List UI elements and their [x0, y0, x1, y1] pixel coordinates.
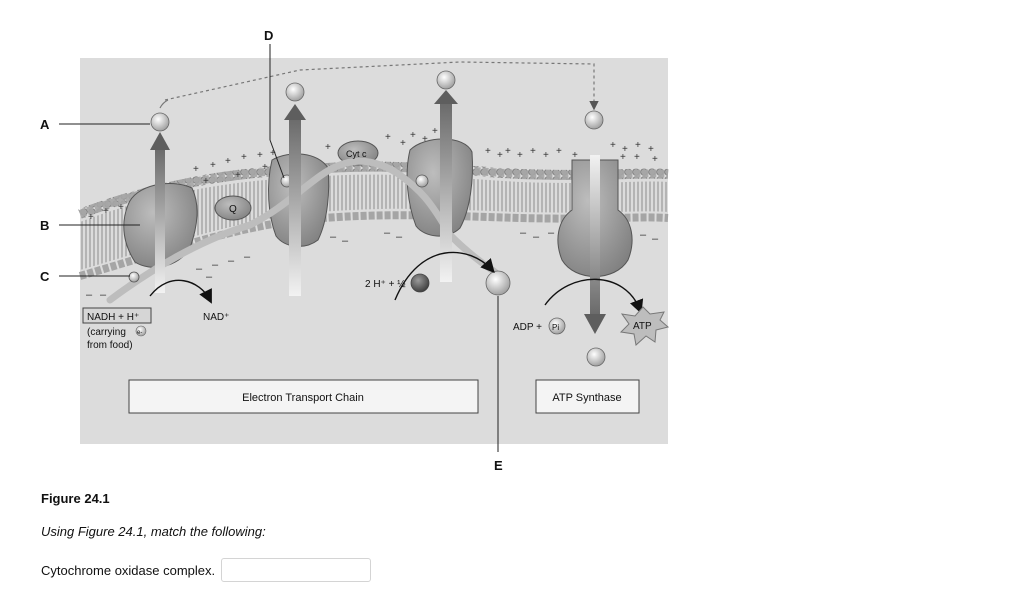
protons: [135, 70, 606, 367]
figure-caption: Figure 24.1: [41, 491, 110, 506]
complex-iv: [406, 138, 473, 237]
electron-transport-diagram: +++ +++ +++ +++ +++ +++ +++ +++ +++ +++ …: [40, 28, 670, 473]
from-food-label: from food): [87, 340, 133, 351]
proton-flow-path: [164, 61, 599, 111]
svg-text:+: +: [497, 150, 503, 161]
svg-text:+: +: [210, 160, 216, 171]
svg-text:+: +: [225, 156, 231, 167]
svg-text:–: –: [212, 259, 219, 271]
svg-text:–: –: [520, 227, 527, 239]
svg-text:+: +: [530, 146, 536, 157]
atp-synthase-box: [535, 379, 640, 414]
nadh-label: NADH + H⁺: [87, 312, 139, 323]
svg-text:+: +: [410, 130, 416, 141]
svg-text:+: +: [193, 164, 199, 175]
water-equation-label: 2 H⁺ + ½: [365, 279, 406, 290]
answer-input[interactable]: [221, 558, 372, 582]
svg-text:+: +: [620, 152, 626, 163]
label-e: E: [494, 458, 503, 473]
svg-text:–: –: [206, 271, 213, 283]
svg-text:+: +: [610, 140, 616, 151]
svg-text:+: +: [235, 170, 241, 181]
carrying-label: (carrying: [87, 327, 126, 338]
svg-text:+: +: [203, 176, 209, 187]
nad-plus-label: NAD⁺: [203, 312, 229, 323]
svg-text:+: +: [622, 144, 628, 155]
svg-text:–: –: [640, 229, 647, 241]
svg-text:+: +: [270, 148, 276, 159]
svg-text:–: –: [342, 235, 349, 247]
svg-text:+: +: [517, 150, 523, 161]
svg-text:+: +: [325, 142, 331, 153]
svg-text:–: –: [100, 289, 107, 301]
label-d: D: [264, 28, 273, 43]
cyt-c-label: Cyt c: [346, 149, 367, 159]
svg-text:–: –: [396, 231, 403, 243]
svg-text:+: +: [257, 150, 263, 161]
svg-text:+: +: [432, 126, 438, 137]
svg-text:–: –: [244, 251, 251, 263]
svg-text:+: +: [572, 150, 578, 161]
label-lines: [59, 44, 499, 452]
svg-text:+: +: [118, 202, 124, 213]
atp-label: ATP: [633, 321, 652, 332]
svg-text:–: –: [330, 231, 337, 243]
positive-charges: +++ +++ +++ +++ +++ +++ +++ +++ +++ +++ …: [88, 126, 658, 223]
question-row: Cytochrome oxidase complex.: [41, 558, 372, 582]
label-a: A: [40, 117, 50, 132]
atp-synthase-label: ATP Synthase: [552, 392, 621, 404]
svg-text:+: +: [556, 146, 562, 157]
svg-text:–: –: [196, 263, 203, 275]
svg-text:–: –: [652, 233, 659, 245]
negative-charges: –– ––– –– –– –– ––– ––: [86, 227, 659, 301]
label-c: C: [40, 269, 50, 284]
label-b: B: [40, 218, 49, 233]
svg-text:+: +: [634, 152, 640, 163]
nad-arrow: [149, 279, 212, 304]
ubiquinone: [214, 195, 252, 221]
svg-text:+: +: [400, 138, 406, 149]
question-label: Cytochrome oxidase complex.: [41, 562, 216, 578]
q-label: Q: [229, 204, 237, 215]
instruction-text: Using Figure 24.1, match the following:: [41, 524, 266, 539]
svg-text:+: +: [103, 206, 109, 217]
electron-label: e-: [137, 330, 142, 336]
pi-label: Pi: [552, 323, 559, 332]
atp-arrow: [544, 278, 644, 314]
etc-label: Electron Transport Chain: [242, 392, 364, 404]
water-arrow: [394, 251, 495, 301]
svg-text:+: +: [262, 162, 268, 173]
atp-star: [619, 306, 670, 346]
svg-text:+: +: [648, 144, 654, 155]
svg-text:–: –: [86, 289, 93, 301]
svg-text:–: –: [548, 227, 555, 239]
svg-text:–: –: [533, 231, 540, 243]
svg-text:–: –: [228, 255, 235, 267]
svg-text:+: +: [652, 154, 658, 165]
svg-text:+: +: [385, 132, 391, 143]
svg-text:+: +: [422, 134, 428, 145]
svg-text:+: +: [505, 146, 511, 157]
etc-box: [128, 379, 479, 414]
svg-text:+: +: [88, 212, 94, 223]
svg-text:–: –: [384, 227, 391, 239]
adp-label: ADP +: [513, 322, 542, 333]
svg-text:+: +: [485, 146, 491, 157]
svg-text:+: +: [241, 152, 247, 163]
svg-text:+: +: [635, 140, 641, 151]
proton-pump-arrows: [150, 90, 606, 334]
svg-text:+: +: [543, 150, 549, 161]
nadh-box: [82, 307, 152, 324]
